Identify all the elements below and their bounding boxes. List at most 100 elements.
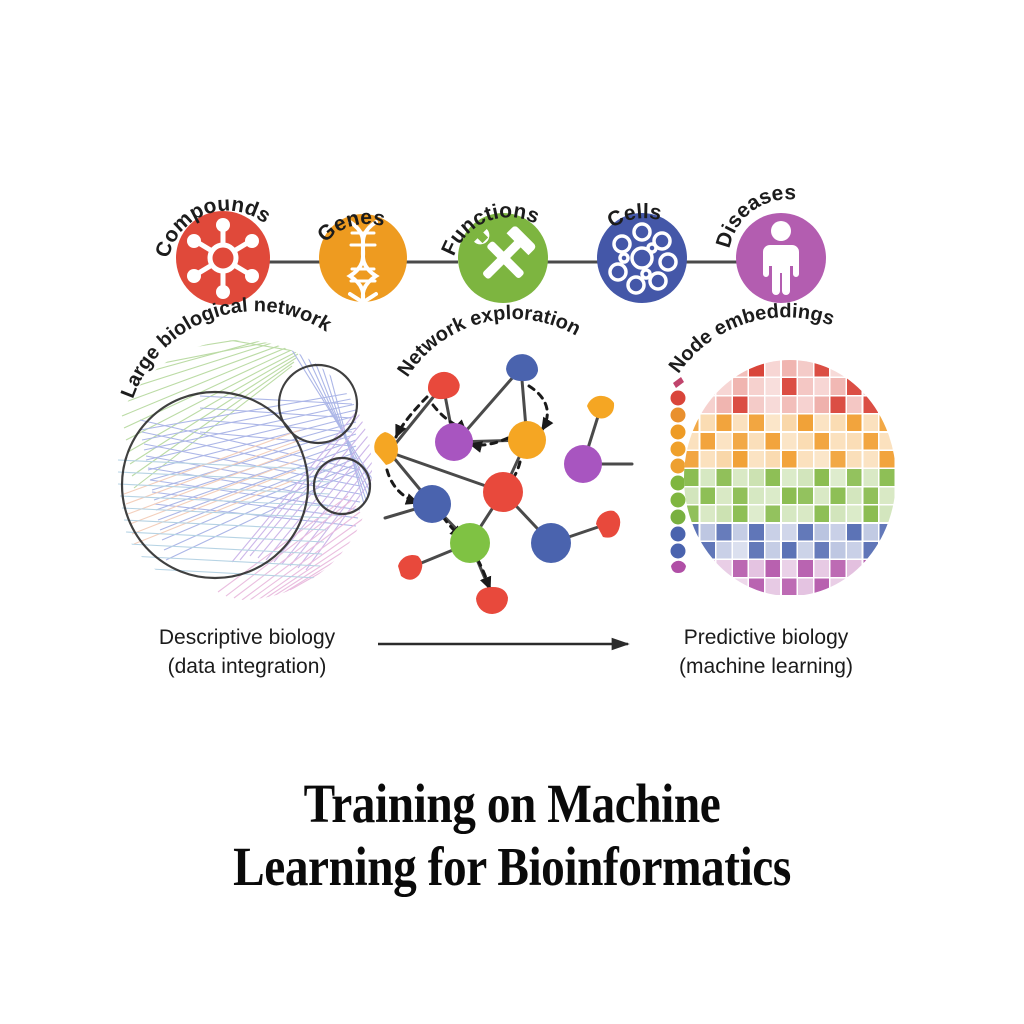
heatmap-cell	[716, 523, 732, 541]
heatmap-cell	[716, 578, 732, 595]
network-node-red-top[interactable]	[425, 369, 461, 401]
heatmap-cell	[732, 469, 748, 486]
heatmap-cell	[684, 451, 699, 468]
heatmap-cell	[830, 505, 846, 523]
embedding-heatmap-grid	[684, 360, 896, 596]
panel-node-embeddings: Node embeddings	[665, 300, 896, 596]
heatmap-cell	[863, 487, 878, 504]
heatmap-cell	[781, 560, 797, 577]
pipeline-node-genes[interactable]: Genes	[313, 206, 407, 304]
heatmap-cell	[863, 451, 878, 468]
bottom-captions: Descriptive biology (data integration) P…	[159, 626, 853, 678]
heatmap-cell	[879, 378, 895, 395]
heatmap-cell	[863, 560, 878, 577]
heatmap-cell	[830, 487, 846, 504]
heatmap-cell	[684, 414, 699, 432]
heatmap-cell	[781, 378, 797, 395]
heatmap-cell	[814, 432, 830, 450]
pipeline-node-diseases[interactable]: Diseases	[712, 181, 826, 303]
network-node-green-center[interactable]	[450, 523, 490, 563]
hairball-edges	[117, 340, 372, 600]
hairball-community-outlines	[120, 363, 372, 580]
network-node-orange-left[interactable]	[374, 432, 398, 465]
heatmap-cell	[798, 560, 813, 577]
heatmap-cell	[732, 451, 748, 468]
network-node-blue-left[interactable]	[413, 485, 451, 523]
heatmap-cell	[814, 360, 830, 377]
heatmap-cell	[814, 469, 830, 486]
community-circle-small	[312, 456, 372, 516]
heatmap-cell	[879, 396, 895, 413]
heatmap-cell	[847, 414, 862, 432]
heatmap-cell	[749, 414, 764, 432]
heatmap-cell	[732, 578, 748, 595]
heatmap-cell	[732, 523, 748, 541]
pipeline-node-functions[interactable]: Functions	[437, 199, 548, 303]
heatmap-cell	[716, 505, 732, 523]
network-node-red-bottom[interactable]	[476, 586, 509, 614]
person-icon	[763, 221, 799, 295]
heatmap-cell	[700, 560, 715, 577]
heatmap-cell	[749, 360, 764, 377]
heatmap-cell	[847, 523, 862, 541]
network-node-blue-top[interactable]	[505, 353, 539, 382]
heatmap-cell	[879, 451, 895, 468]
heatmap-cell	[847, 396, 862, 413]
heatmap-cell	[716, 396, 732, 413]
network-node-purple-right[interactable]	[564, 445, 602, 483]
heatmap-cell	[879, 560, 895, 577]
network-nodes	[374, 353, 621, 614]
panel-title-middle: Network exploration	[393, 302, 584, 381]
heatmap-cell	[684, 578, 699, 595]
heatmap-cell	[830, 560, 846, 577]
heatmap-cell	[863, 523, 878, 541]
network-node-red-lower-left[interactable]	[398, 554, 423, 580]
heatmap-cell	[765, 505, 781, 523]
panel-network-exploration: Network exploration	[374, 302, 634, 614]
pipeline-node-cells[interactable]: Cells	[597, 200, 687, 303]
heatmap-cell	[863, 360, 878, 377]
heatmap-cell	[700, 414, 715, 432]
heatmap-cell	[765, 414, 781, 432]
heatmap-cell	[830, 378, 846, 395]
heatmap-cell	[716, 360, 732, 377]
heatmap-cell	[798, 505, 813, 523]
heatmap-cell	[798, 523, 813, 541]
heatmap-cell	[765, 451, 781, 468]
heatmap-cell	[749, 542, 764, 559]
heatmap-cell	[781, 396, 797, 413]
heatmap-cell	[814, 560, 830, 577]
heatmap-cell	[847, 505, 862, 523]
heatmap-cell	[765, 578, 781, 595]
heatmap-cell	[830, 432, 846, 450]
heatmap-cell	[732, 360, 748, 377]
network-node-red-right[interactable]	[596, 510, 621, 538]
network-node-blue-lower[interactable]	[531, 523, 571, 563]
heatmap-cell	[781, 505, 797, 523]
heatmap-cell	[781, 523, 797, 541]
heatmap-cell	[700, 378, 715, 395]
dna-helix-icon	[346, 220, 380, 304]
heatmap-cell	[847, 487, 862, 504]
heatmap-cell	[684, 560, 699, 577]
heatmap-cell	[716, 378, 732, 395]
network-node-orange-center[interactable]	[508, 421, 546, 459]
heatmap-cell	[847, 360, 862, 377]
heatmap-cell	[781, 469, 797, 486]
heatmap-cell	[732, 432, 748, 450]
heatmap-cell	[684, 469, 699, 486]
heatmap-cell	[749, 432, 764, 450]
heatmap-cell	[814, 451, 830, 468]
network-node-red-center[interactable]	[483, 472, 523, 512]
heatmap-cell	[830, 469, 846, 486]
network-node-orange-right[interactable]	[587, 395, 615, 419]
cell-cluster-icon	[608, 222, 678, 295]
heatmap-cell	[684, 432, 699, 450]
heatmap-cell	[700, 523, 715, 541]
heatmap-cell	[863, 378, 878, 395]
pipeline-node-compounds[interactable]: Compounds	[151, 192, 275, 305]
network-node-purple-center[interactable]	[435, 423, 473, 461]
heatmap-cell	[798, 487, 813, 504]
heatmap-cell	[781, 432, 797, 450]
